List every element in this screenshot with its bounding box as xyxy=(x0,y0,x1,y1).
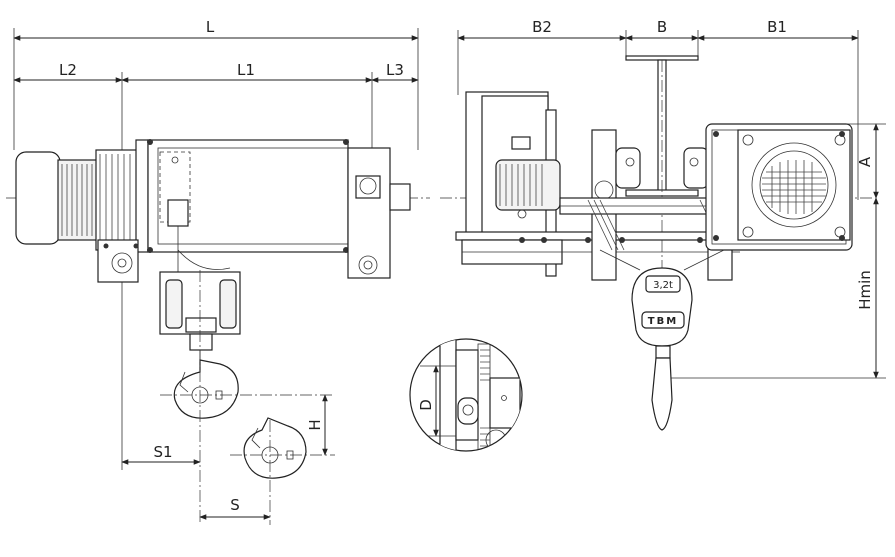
dimension-D: D xyxy=(417,365,439,437)
capacity-plate xyxy=(645,275,681,293)
capacity-label: 3,2t xyxy=(653,280,673,291)
brand-plate xyxy=(641,311,685,329)
label-L3: L3 xyxy=(386,61,404,79)
dimension-B: B xyxy=(625,18,699,41)
motor-body xyxy=(15,151,61,245)
label-Hmin: Hmin xyxy=(856,270,874,310)
label-L1: L1 xyxy=(237,61,255,79)
dimension-A: A xyxy=(846,123,886,199)
label-A: A xyxy=(856,156,874,167)
dimension-S: S xyxy=(199,496,271,520)
label-B1: B1 xyxy=(767,18,787,36)
hook-block-left xyxy=(159,271,241,362)
label-S1: S1 xyxy=(153,443,172,461)
hook-block-right: 3,2t TBM xyxy=(599,249,725,431)
brand-label: TBM xyxy=(648,316,678,327)
dimension-B1: B1 xyxy=(697,18,859,200)
end-carriage xyxy=(347,147,391,279)
hook-lower xyxy=(243,417,307,479)
label-H: H xyxy=(306,419,324,430)
motor-end-view xyxy=(455,91,747,277)
label-B2: B2 xyxy=(532,18,552,36)
dimension-B2: B2 xyxy=(457,18,627,95)
dimension-L3: L3 xyxy=(371,61,419,83)
dimension-L: L xyxy=(13,18,419,150)
dimension-L2: L2 xyxy=(13,61,123,83)
hook-upper xyxy=(173,359,239,419)
gearbox-end-view xyxy=(705,123,853,251)
label-D: D xyxy=(417,399,435,411)
rope-drum-housing xyxy=(147,139,349,253)
dimension-H: H xyxy=(306,394,328,456)
label-B: B xyxy=(657,18,667,36)
dimension-S1: S1 xyxy=(121,443,201,465)
dimension-L1: L1 xyxy=(121,61,373,83)
hoist-side-view xyxy=(15,139,411,283)
dimension-Hmin: Hmin xyxy=(670,197,886,379)
label-L: L xyxy=(206,18,215,36)
gearbox-grille xyxy=(762,160,826,214)
label-S: S xyxy=(230,496,240,514)
label-L2: L2 xyxy=(59,61,77,79)
